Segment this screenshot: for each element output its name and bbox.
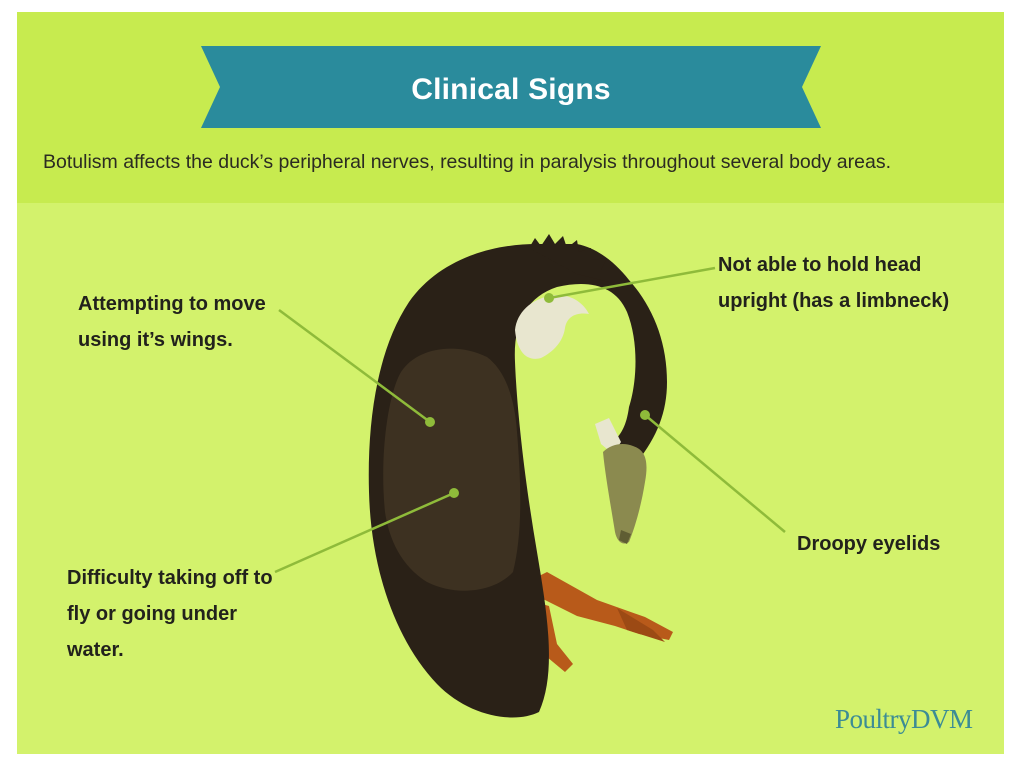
callout-eyelids: Droopy eyelids: [797, 533, 941, 555]
callout-wings: Attempting to move using it’s wings.: [78, 293, 266, 351]
duck-foot-web: [617, 608, 665, 642]
banner-ribbon-shape: [201, 46, 821, 128]
duck-throat-patch: [595, 418, 621, 454]
callout-dot-neck: [544, 293, 554, 303]
duck-illustration: [274, 234, 786, 718]
callout-line-eyelids: [644, 414, 786, 533]
callout-dot-flight: [449, 488, 459, 498]
callout-line-neck: [548, 266, 716, 300]
callout-dot-eyelids: [640, 410, 650, 420]
infographic-panel: Clinical Signs Botulism affects the duck…: [17, 12, 1004, 754]
callout-dot-wings: [425, 417, 435, 427]
intro-text: Botulism affects the duck’s peripheral n…: [43, 151, 891, 173]
callout-neck: Not able to hold head upright (has a lim…: [718, 254, 950, 312]
duck-wing: [383, 348, 521, 591]
callout-flight: Difficulty taking off to fly or going un…: [67, 567, 273, 661]
duck-neck-patch: [515, 295, 589, 359]
duck-head-crest: [529, 234, 617, 282]
banner-title: Clinical Signs: [411, 73, 611, 106]
duck-bill-tip: [619, 530, 631, 544]
callout-line-wings: [278, 308, 431, 424]
banner-ribbon: [201, 46, 821, 128]
callout-line-flight: [274, 491, 455, 574]
duck-bill: [603, 444, 647, 544]
brand-logo: PoultryDVM: [835, 704, 973, 734]
